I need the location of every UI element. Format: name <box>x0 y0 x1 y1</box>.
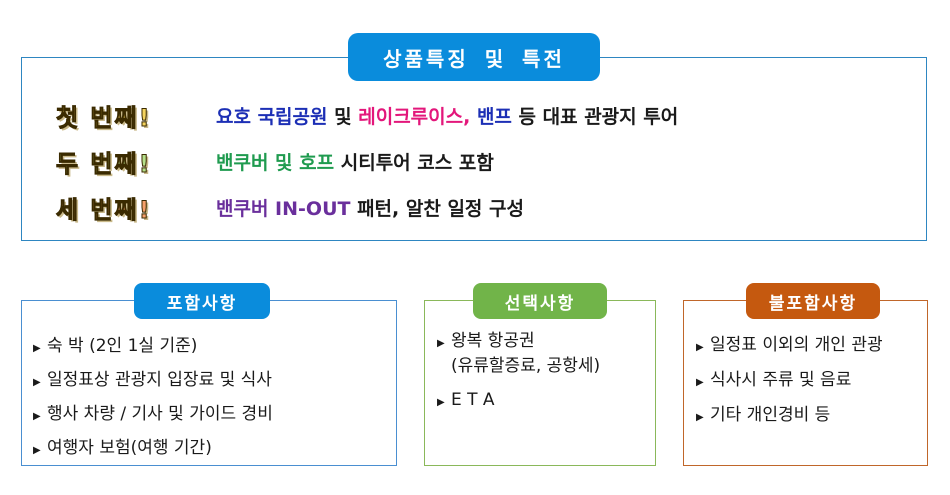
bullet-icon: ▶ <box>696 412 704 423</box>
feature-row-3: 세 번째! 밴쿠버 IN-OUT 패턴, 알찬 일정 구성 <box>56 187 524 227</box>
feature-1-seg-0: 요호 국립공원 <box>216 105 335 128</box>
bullet-icon: ▶ <box>33 411 41 422</box>
feature-3-seg-0: 밴쿠버 IN-OUT <box>216 197 358 220</box>
list-item: ▶ 식사시 주류 및 음료 <box>696 369 883 394</box>
feature-1-seg-3: 밴프 <box>476 105 519 128</box>
optional-item-1-sub: (유류할증료, 공항세) <box>451 356 601 376</box>
optional-item-1-line: ▶ 왕복 항공권 <box>437 330 535 355</box>
feature-2-seg-0: 밴쿠버 및 호프 <box>216 151 341 174</box>
feature-1-seg-4: 등 대표 관광지 투어 <box>518 105 679 128</box>
included-panel <box>21 300 397 466</box>
list-item: ▶ 숙 박 (2인 1실 기준) <box>33 335 273 360</box>
feature-2-seg-1: 시티투어 코스 포함 <box>340 151 494 174</box>
bullet-icon: ▶ <box>696 377 704 388</box>
included-item-3: 행사 차량 / 기사 및 가이드 경비 <box>47 404 273 424</box>
bullet-icon: ▶ <box>33 343 41 354</box>
excluded-panel <box>683 300 928 466</box>
included-item-2: 일정표상 관광지 입장료 및 식사 <box>47 370 272 390</box>
optional-item-2: E T A <box>451 390 495 410</box>
bullet-icon: ▶ <box>437 338 445 349</box>
excluded-item-1: 일정표 이외의 개인 관광 <box>710 335 883 355</box>
feature-text-2: 밴쿠버 및 호프 시티투어 코스 포함 <box>216 148 494 175</box>
feature-3-seg-1: 패턴, 알찬 일정 구성 <box>357 197 524 220</box>
excluded-title: 불포함사항 <box>746 283 880 319</box>
list-item: ▶ 왕복 항공권 (유류할증료, 공항세) <box>437 330 600 377</box>
included-title: 포함사항 <box>134 283 270 319</box>
excluded-item-3: 기타 개인경비 등 <box>710 405 831 425</box>
bullet-icon: ▶ <box>696 342 704 353</box>
feature-tag-3: 세 번째! <box>56 195 152 224</box>
excluded-item-2: 식사시 주류 및 음료 <box>710 370 852 390</box>
feature-1-seg-1: 및 <box>334 105 359 128</box>
optional-list: ▶ 왕복 항공권 (유류할증료, 공항세) ▶ E T A <box>437 330 600 424</box>
optional-panel <box>424 300 656 466</box>
excluded-list: ▶ 일정표 이외의 개인 관광 ▶ 식사시 주류 및 음료 ▶ 기타 개인경비 등 <box>696 334 883 439</box>
feature-tag-1: 첫 번째! <box>56 103 152 132</box>
feature-row-2: 두 번째! 밴쿠버 및 호프 시티투어 코스 포함 <box>56 141 494 181</box>
list-item: ▶ E T A <box>437 389 600 414</box>
feature-text-1: 요호 국립공원 및 레이크루이스, 밴프 등 대표 관광지 투어 <box>216 102 678 129</box>
optional-item-1: 왕복 항공권 <box>451 331 535 351</box>
feature-row-1: 첫 번째! 요호 국립공원 및 레이크루이스, 밴프 등 대표 관광지 투어 <box>56 95 679 135</box>
bullet-icon: ▶ <box>33 377 41 388</box>
bullet-icon: ▶ <box>33 445 41 456</box>
feature-tag-2: 두 번째! <box>56 149 152 178</box>
list-item: ▶ 일정표 이외의 개인 관광 <box>696 334 883 359</box>
feature-1-seg-2: 레이크루이스, <box>358 105 477 128</box>
bullet-icon: ▶ <box>437 397 445 408</box>
list-item: ▶ 여행자 보험(여행 기간) <box>33 437 273 462</box>
included-item-4: 여행자 보험(여행 기간) <box>47 438 212 458</box>
included-item-1: 숙 박 (2인 1실 기준) <box>47 336 198 356</box>
list-item: ▶ 기타 개인경비 등 <box>696 404 883 429</box>
feature-text-3: 밴쿠버 IN-OUT 패턴, 알찬 일정 구성 <box>216 194 524 221</box>
list-item: ▶ 행사 차량 / 기사 및 가이드 경비 <box>33 403 273 428</box>
features-title: 상품특징 및 특전 <box>348 33 600 81</box>
optional-title: 선택사항 <box>473 283 607 319</box>
list-item: ▶ 일정표상 관광지 입장료 및 식사 <box>33 369 273 394</box>
included-list: ▶ 숙 박 (2인 1실 기준) ▶ 일정표상 관광지 입장료 및 식사 ▶ 행사 차… <box>33 335 273 471</box>
